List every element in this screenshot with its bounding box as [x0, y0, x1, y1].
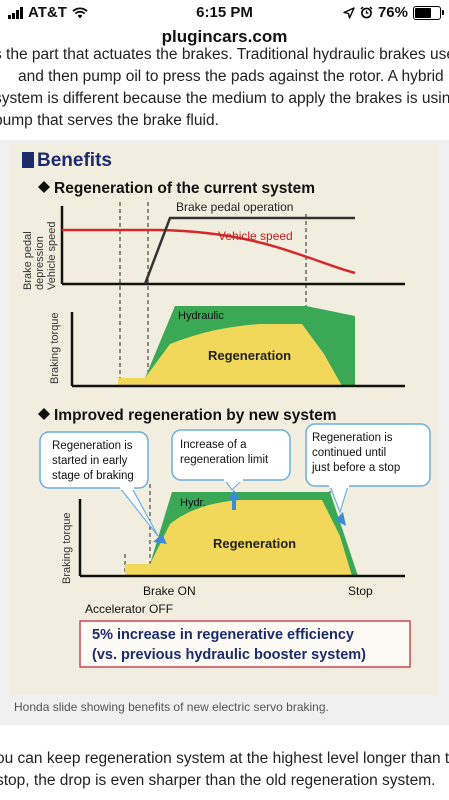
brake-on-label: Brake ON [143, 584, 196, 598]
result-line1: 5% increase in regenerative efficiency [92, 627, 354, 643]
result-box: 5% increase in regenerative efficiency (… [79, 620, 411, 668]
callout2-line2: regeneration limit [180, 454, 269, 466]
regeneration-area [118, 324, 342, 386]
callout3-line3: just before a stop [311, 462, 400, 474]
regeneration-label: Regeneration [208, 348, 291, 363]
signal-icon [8, 6, 23, 19]
hydraulic-label: Hydraulic [178, 310, 224, 322]
hydr-label: Hydr. [180, 497, 206, 509]
article-line: pump that serves the brake fluid. [0, 112, 219, 129]
diamond-bullet-icon [38, 181, 50, 193]
status-bar: AT&T 6:15 PM 76% [0, 0, 449, 24]
regeneration-area [125, 500, 352, 576]
callout3-line2: continued until [312, 447, 386, 459]
callout1-line2: started in early [52, 455, 128, 467]
stop-label: Stop [348, 584, 373, 598]
article-paragraph-top: s the part that actuates the brakes. Tra… [0, 44, 449, 132]
chart3-ylabel: Braking torque [61, 512, 73, 584]
heading-square-icon [22, 152, 34, 168]
brake-pedal-line [143, 216, 355, 285]
chart1-ylabel-line3: Vehicle speed [46, 222, 58, 291]
article-line: and then pump oil to press the pads agai… [18, 68, 444, 85]
wifi-icon [72, 6, 88, 18]
article-line: s the part that actuates the brakes. Tra… [0, 46, 449, 63]
callout-arrow-icon [335, 512, 346, 526]
battery-fill [415, 7, 431, 18]
chart-current-torque: Braking torque Hydraulic Regeneration [49, 306, 405, 388]
callout-regeneration-limit: Increase of a regeneration limit [171, 429, 291, 491]
article-paragraph-bottom: ou can keep regeneration system at the h… [0, 748, 449, 792]
callout2-line1: Increase of a [180, 439, 247, 451]
chart1-ylabel-line2: depression [34, 236, 46, 290]
status-time: 6:15 PM [196, 4, 253, 21]
alarm-clock-icon [360, 6, 373, 19]
status-left: AT&T [8, 4, 88, 21]
callout-early-regeneration: Regeneration is started in early stage o… [39, 431, 159, 537]
location-arrow-icon [343, 6, 355, 19]
battery-icon [413, 5, 444, 20]
article-line: ou can keep regeneration system at the h… [0, 750, 449, 767]
status-right: 76% [343, 4, 444, 21]
section2-title: Improved regeneration by new system [54, 407, 337, 424]
callout3-line1: Regeneration is [312, 432, 393, 444]
url-bar[interactable]: plugincars.com [0, 24, 449, 50]
regeneration-label-new: Regeneration [213, 536, 296, 551]
article-line: stop, the drop is even sharper than the … [0, 772, 436, 789]
chart1-ylabel-line1: Brake pedal [22, 231, 34, 290]
diamond-bullet-icon [38, 408, 50, 420]
brake-pedal-label: Brake pedal operation [176, 200, 293, 214]
result-line2: (vs. previous hydraulic booster system) [92, 647, 366, 663]
figure-caption: Honda slide showing benefits of new elec… [14, 700, 329, 714]
callout-arrow-icon [153, 534, 167, 544]
carrier-label: AT&T [28, 4, 67, 21]
battery-percent: 76% [377, 4, 408, 21]
chart2-ylabel: Braking torque [49, 312, 61, 384]
vehicle-speed-label: Vehicle speed [218, 229, 293, 243]
url-text[interactable]: plugincars.com [161, 27, 288, 46]
callout1-line1: Regeneration is [52, 440, 133, 452]
callout-regeneration-continued: Regeneration is continued until just bef… [305, 423, 431, 514]
section1-title: Regeneration of the current system [54, 180, 315, 197]
slide-graphic: Benefits Regeneration of the current sys… [22, 150, 431, 668]
chart-improved-torque: Braking torque Hydr. Regeneration Brake … [61, 484, 405, 616]
callout1-line3: stage of braking [52, 470, 134, 482]
honda-slide-image[interactable]: Benefits Regeneration of the current sys… [10, 144, 438, 694]
callout-arrow-icon [228, 490, 240, 510]
slide-heading: Benefits [37, 150, 112, 171]
accelerator-off-label: Accelerator OFF [85, 602, 173, 616]
vehicle-speed-curve [62, 228, 356, 275]
article-line: system is different because the medium t… [0, 90, 449, 107]
